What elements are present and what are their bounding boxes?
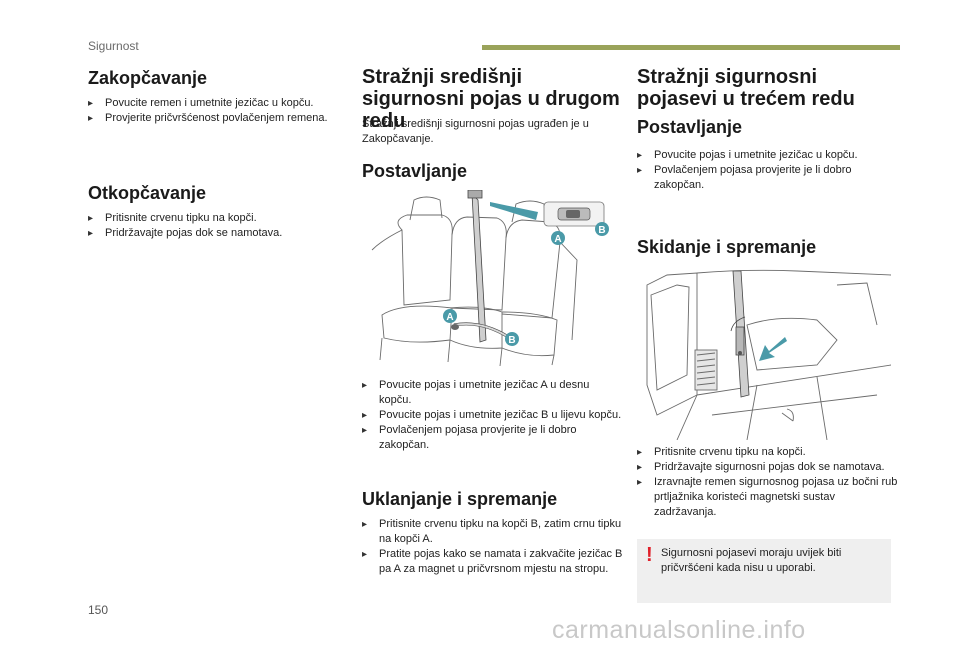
bullet-marker-icon: ▸ (362, 549, 368, 560)
unlocking-title: Otkopčavanje (88, 183, 207, 203)
locking-list: ▸Povucite remen i umetnite jezičac u kop… (88, 96, 360, 126)
svg-text:A: A (554, 234, 561, 245)
third-row-title: Stražnji sigurnosni pojasevi u trećem re… (637, 66, 855, 110)
list-item: ▸Pritisnite crvenu tipku na kopči. (88, 212, 257, 224)
bullet-marker-icon: ▸ (362, 410, 368, 421)
section-label: Sigurnost (88, 39, 139, 53)
third-row-illustration (646, 269, 891, 440)
center-fitting-title: Postavljanje (362, 161, 468, 181)
label-badge-a: A (443, 309, 457, 323)
third-fitting-list: ▸Povucite pojas i umetnite jezičac u kop… (637, 148, 899, 193)
center-removal-list: ▸Pritisnite crvenu tipku na kopči B, zat… (362, 517, 624, 577)
bullet-marker-icon: ▸ (88, 213, 94, 224)
bullet-marker-icon: ▸ (637, 150, 643, 161)
center-removal-title: Uklanjanje i spremanje (362, 489, 558, 509)
list-item: ▸Pratite pojas kako se namata i zakvačit… (362, 548, 623, 575)
bullet-marker-icon: ▸ (88, 113, 94, 124)
bullet-marker-icon: ▸ (637, 165, 643, 176)
list-item: ▸Povlačenjem pojasa provjerite je li dob… (362, 424, 577, 451)
list-item: ▸Izravnajte remen sigurnosnog pojasa uz … (637, 476, 898, 518)
third-fitting-title: Postavljanje (637, 117, 743, 137)
watermark: carmanualsonline.info (552, 616, 806, 644)
bullet-marker-icon: ▸ (88, 98, 94, 109)
center-belt-intro: Stražnji središnji sigurnosni pojas ugra… (362, 118, 589, 145)
list-item: ▸Povucite remen i umetnite jezičac u kop… (88, 97, 314, 109)
warning-box: ! Sigurnosni pojasevi moraju uvijek biti… (637, 539, 891, 603)
warning-text: Sigurnosni pojasevi moraju uvijek biti p… (661, 547, 842, 574)
label-badge-b: B (595, 222, 609, 236)
list-item: ▸Pritisnite crvenu tipku na kopči B, zat… (362, 518, 622, 545)
bullet-marker-icon: ▸ (637, 447, 643, 458)
section-accent-bar (482, 45, 900, 50)
label-badge-b: B (505, 332, 519, 346)
bullet-marker-icon: ▸ (362, 380, 368, 391)
list-item: ▸Povucite pojas i umetnite jezičac A u d… (362, 379, 590, 406)
list-item: ▸Pridržavajte sigurnosni pojas dok se na… (637, 461, 885, 473)
list-item: ▸Povucite pojas i umetnite jezičac B u l… (362, 409, 622, 421)
list-item: ▸Pridržavajte pojas dok se namotava. (88, 227, 283, 239)
label-badge-a: A (551, 231, 565, 245)
center-belt-illustration: A B A B (371, 190, 609, 367)
bullet-marker-icon: ▸ (362, 519, 368, 530)
list-item: ▸Pritisnite crvenu tipku na kopči. (637, 446, 806, 458)
warning-icon: ! (646, 544, 653, 566)
third-removal-list: ▸Pritisnite crvenu tipku na kopči. ▸Prid… (637, 445, 899, 520)
center-belt-title: Stražnji središnji sigurnosni pojas u dr… (362, 66, 620, 132)
svg-text:B: B (598, 225, 605, 236)
list-item: ▸Povucite pojas i umetnite jezičac u kop… (637, 149, 858, 161)
list-item: ▸Povlačenjem pojasa provjerite je li dob… (637, 164, 852, 191)
bullet-marker-icon: ▸ (88, 228, 94, 239)
list-item: ▸Provjerite pričvršćenost povlačenjem re… (88, 112, 328, 124)
locking-title: Zakopčavanje (88, 68, 208, 88)
page-number: 150 (88, 603, 109, 617)
unlocking-list: ▸Pritisnite crvenu tipku na kopči. ▸Prid… (88, 211, 360, 241)
svg-text:A: A (446, 312, 453, 323)
bullet-marker-icon: ▸ (362, 425, 368, 436)
third-removal-title: Skidanje i spremanje (637, 237, 817, 257)
svg-text:B: B (508, 335, 515, 346)
center-fitting-list: ▸Povucite pojas i umetnite jezičac A u d… (362, 378, 624, 453)
bullet-marker-icon: ▸ (637, 462, 643, 473)
bullet-marker-icon: ▸ (637, 477, 643, 488)
